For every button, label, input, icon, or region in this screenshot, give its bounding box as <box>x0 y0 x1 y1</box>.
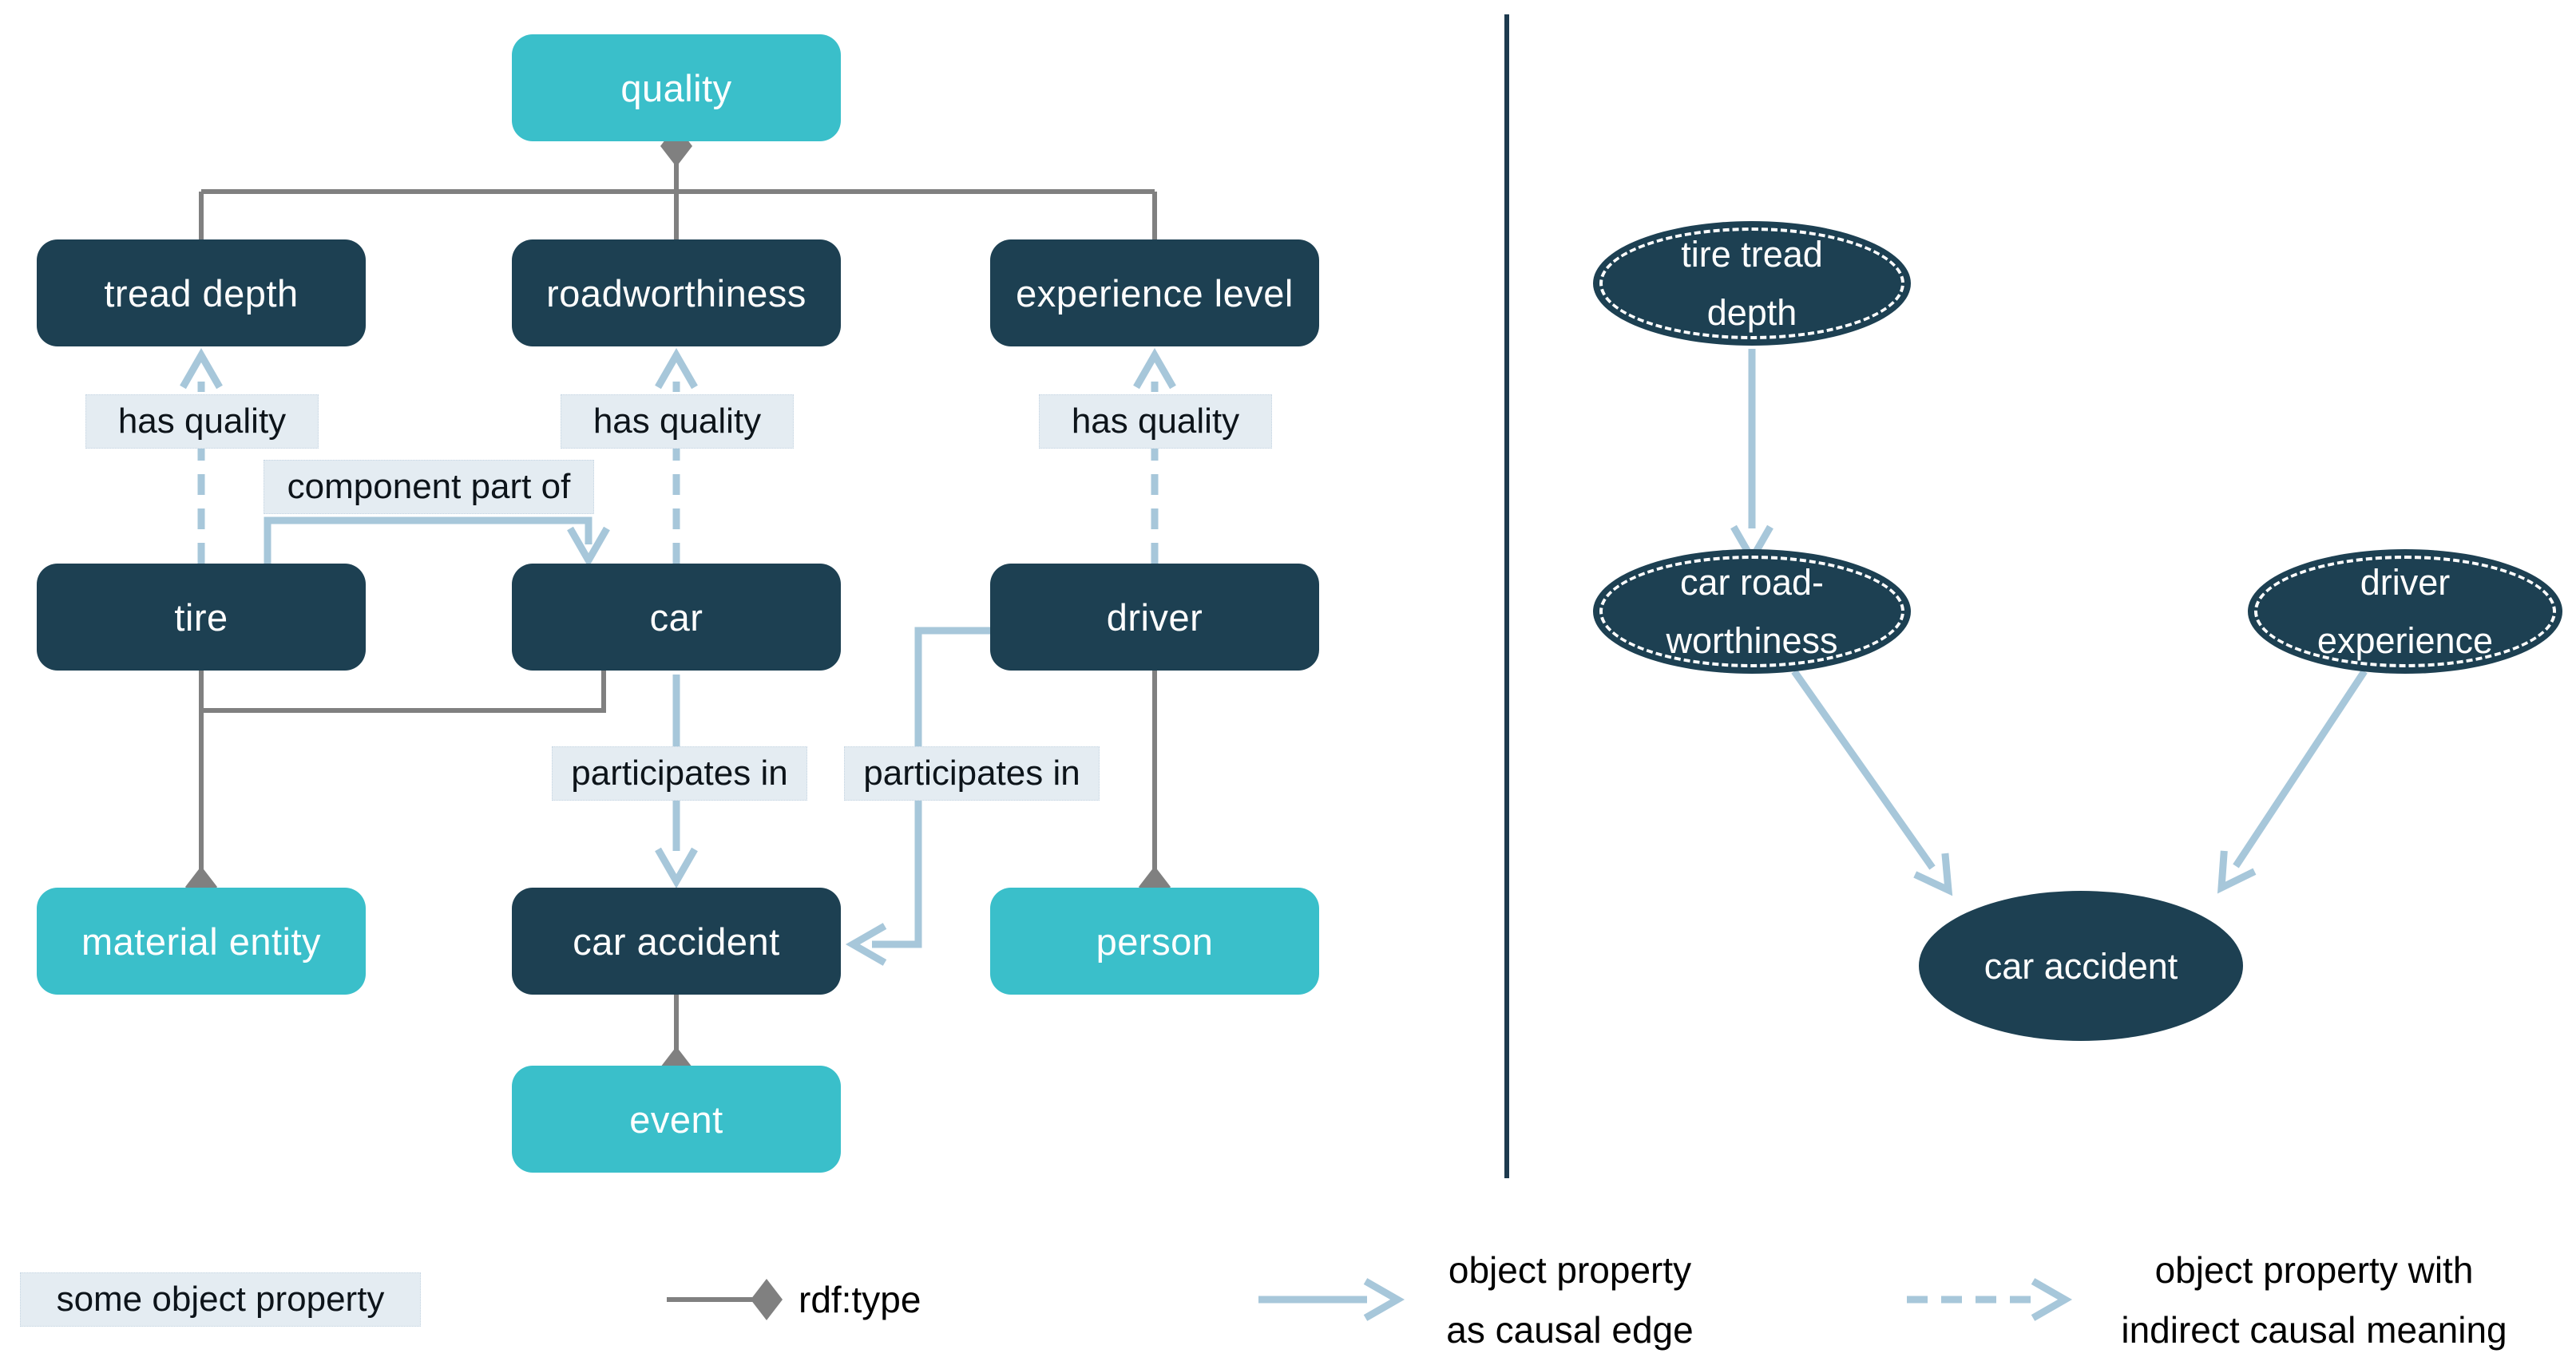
node-tread-depth: tread depth <box>37 239 366 346</box>
legend-rdf-type-sample <box>667 1279 783 1320</box>
edge-label-participates-in-driver: participates in <box>844 746 1100 801</box>
edge-experience-accident <box>2233 669 2368 868</box>
legend-label-text: some object property <box>56 1280 385 1319</box>
legend-rdf-type-label: rdf:type <box>799 1277 921 1322</box>
causal-node-label-line2: worthiness <box>1666 620 1838 661</box>
edge-label-text: participates in <box>863 754 1080 793</box>
node-car-accident: car accident <box>512 888 841 995</box>
edge-label-text: component part of <box>287 467 571 506</box>
legend-label-text: rdf:type <box>799 1279 921 1320</box>
node-person-label: person <box>1096 920 1214 963</box>
edge-label-has-quality-driver: has quality <box>1039 394 1272 449</box>
legend-gray-diamond <box>751 1279 783 1320</box>
arrowhead-up-experience-level <box>1133 347 1176 390</box>
arrowhead-legend-dashed <box>2031 1278 2073 1321</box>
arrowhead-car-participates <box>655 847 698 889</box>
node-driver-label: driver <box>1106 595 1203 639</box>
causal-node-label-line1: car road- <box>1679 562 1825 603</box>
node-quality: quality <box>512 34 841 141</box>
node-car-accident-label: car accident <box>573 920 780 963</box>
causal-node-car-accident: car accident <box>1919 891 2243 1041</box>
panel-divider <box>1504 14 1509 1178</box>
edge-label-text: has quality <box>592 402 762 441</box>
edge-label-text: has quality <box>117 402 287 441</box>
causal-node-tire-tread-depth: tire tread depth <box>1593 221 1911 346</box>
legend-label-line2: indirect causal meaning <box>2121 1309 2507 1351</box>
node-event-label: event <box>629 1098 723 1141</box>
arrowhead-up-roadworthiness <box>655 347 698 390</box>
rdf-type-edges <box>199 141 1157 1066</box>
node-person: person <box>990 888 1319 995</box>
node-material-entity: material entity <box>37 888 366 995</box>
node-material-entity-label: material entity <box>81 920 322 963</box>
node-tread-depth-label: tread depth <box>104 271 299 315</box>
edge-label-has-quality-tire: has quality <box>85 394 319 449</box>
causal-node-label-line1: tire tread <box>1681 234 1823 275</box>
arrowhead-causal-accident-left <box>1913 853 1953 896</box>
node-event: event <box>512 1066 841 1173</box>
node-roadworthiness-label: roadworthiness <box>546 271 806 315</box>
legend-label-line1: object property with <box>2154 1249 2474 1291</box>
legend-some-object-property: some object property <box>20 1272 421 1327</box>
node-roadworthiness: roadworthiness <box>512 239 841 346</box>
node-experience-level-label: experience level <box>1016 271 1294 315</box>
node-experience-level: experience level <box>990 239 1319 346</box>
arrowhead-driver-participates <box>845 923 887 966</box>
legend-label-line1: object property <box>1448 1249 1692 1291</box>
edge-label-text: participates in <box>571 754 788 793</box>
node-quality-label: quality <box>620 66 732 109</box>
node-car: car <box>512 564 841 671</box>
edge-label-participates-in-car: participates in <box>552 746 807 801</box>
edge-component-part-of <box>264 516 592 564</box>
causal-node-label-line1: driver <box>2360 562 2451 603</box>
arrowhead-causal-accident-right <box>2217 850 2257 894</box>
causal-node-car-roadworthiness: car road- worthiness <box>1593 549 1911 674</box>
edge-roadworthiness-accident <box>1791 669 1936 870</box>
edge-label-has-quality-car: has quality <box>561 394 794 449</box>
edge-car-branch <box>201 671 606 713</box>
node-car-label: car <box>649 595 703 639</box>
arrowhead-up-tread-depth <box>180 347 223 390</box>
legend-causal-edge-label: object property as causal edge <box>1378 1240 1762 1360</box>
causal-node-label-line1: car accident <box>1984 945 2178 987</box>
node-tire-label: tire <box>174 595 228 639</box>
edge-label-component-part-of: component part of <box>264 460 594 514</box>
legend-indirect-causal-label: object property with indirect causal mea… <box>2091 1240 2538 1360</box>
causal-node-label-line2: depth <box>1706 292 1797 333</box>
node-tire: tire <box>37 564 366 671</box>
node-driver: driver <box>990 564 1319 671</box>
edge-label-text: has quality <box>1071 402 1240 441</box>
causal-node-driver-experience: driver experience <box>2248 549 2562 674</box>
causal-node-label-line2: experience <box>2316 620 2494 661</box>
arrowhead-legend-solid <box>1363 1278 1405 1321</box>
legend-label-line2: as causal edge <box>1446 1309 1694 1351</box>
arrowhead-component-part-of <box>567 526 610 568</box>
